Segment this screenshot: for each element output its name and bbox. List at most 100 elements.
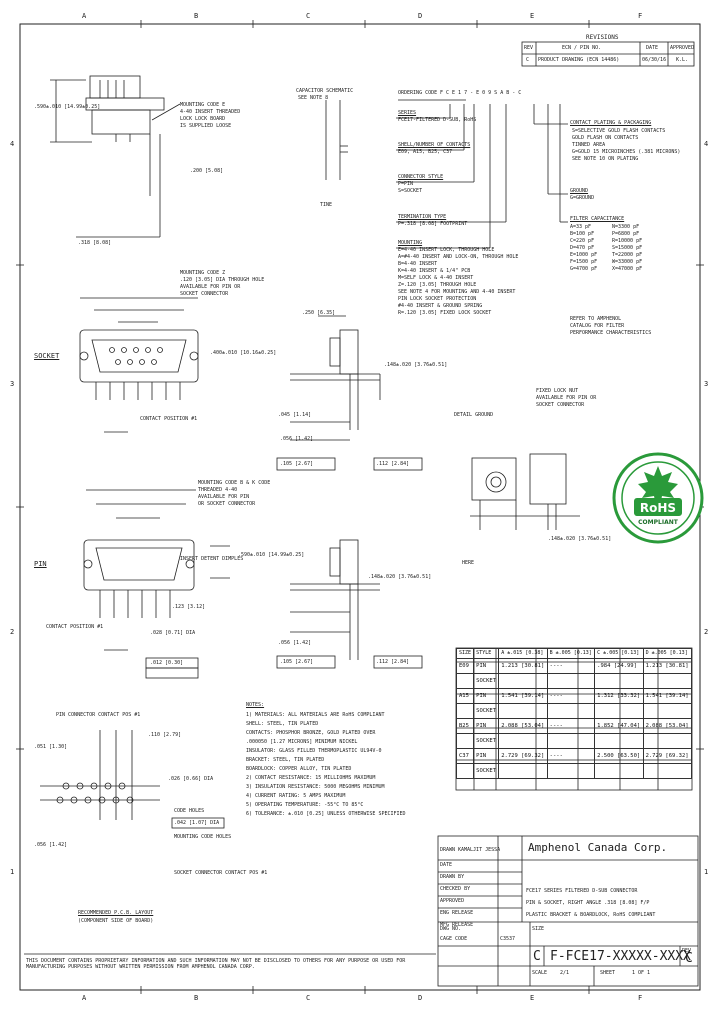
schematic-sub: SEE NOTE 8 [298,95,329,101]
filter-option: R=10000 pF [612,238,643,244]
dim-123: .123 [3.12] [172,604,206,610]
note-line: 2) CONTACT RESISTANCE: 15 MILLIOHMS MAXI… [246,775,376,781]
title-block-field: MFG RELEASE [440,922,474,928]
filter-option: C=220 pF [570,238,595,244]
dim-026: .026 [0.66] DIA [168,776,214,782]
filter-option: P=6800 pF [612,231,640,237]
filter-option: E=1000 pF [570,252,598,258]
ground-title: GROUND [570,188,589,194]
rev-row-ecn: PRODUCT DRAWING (ECN 14486) [538,57,620,63]
table-cell: PIN [473,748,500,764]
table-cell [546,733,596,749]
mounting-e-line-1: 4-40 INSERT THREADED [180,109,241,115]
mounting-bk-line-3: OR SOCKET CONNECTOR [198,501,256,507]
tb-drawn-label: DRAWN [440,847,456,853]
mounting-bk-title: MOUNTING CODE B & K CODE [198,480,271,486]
table-cell: 1.213 [30.81] [642,658,693,674]
dim-028: .028 [0.71] DIA [150,630,196,636]
tb-rev: C [685,951,693,966]
filter-option: A=33 pF [570,224,592,230]
table-header-cell: STYLE [473,648,500,659]
filter-option: X=47000 pF [612,266,643,272]
table-row: SOCKET [455,703,693,719]
grid-row-2-left: 2 [10,628,15,636]
table-header-cell: B ±.005 [0.13] [546,648,596,659]
table-cell: .984 [24.99] [594,658,644,674]
table-cell: ---- [546,658,596,674]
mounting-bk-line-1: THREADED 4-40 [198,487,238,493]
table-row: SOCKET [455,733,693,749]
tb-sheet-label: SHEET [600,970,616,976]
grid-col-a-bottom: A [82,994,87,1002]
filter-option: T=22000 pF [612,252,643,258]
grid-col-d-bottom: D [418,994,423,1002]
rohs-compliant-seal: RoHS COMPLIANT [612,452,704,544]
grid-row-2-right: 2 [704,628,709,636]
table-row: SOCKET [455,673,693,689]
table-cell: ---- [546,748,596,764]
table-cell [455,703,475,719]
pcb-sub: (COMPONENT SIDE OF BOARD) [78,918,154,924]
grid-col-d-top: D [418,12,423,20]
table-cell: A15 [455,688,475,704]
grid-col-c-bottom: C [306,994,311,1002]
fixed-lock-line-2: SOCKET CONNECTOR [536,402,585,408]
dim-318-top: .318 [8.08] [78,240,112,246]
socket-contact-label: SOCKET CONNECTOR CONTACT POS #1 [174,870,268,876]
shell-title: SHELL/NUMBER OF CONTACTS [398,142,471,148]
table-header-cell: SIZE [455,648,475,659]
table-cell: SOCKET [473,673,500,689]
series-desc: FCE17-FILTERED D-SUB, RoHS [398,117,477,123]
note-line: INSULATOR: GLASS FILLED THERMOPLASTIC UL… [246,748,382,754]
title-block-field: APPROVED [440,898,465,904]
mounting-option: Z=.120 [3.05] THROUGH HOLE [398,282,477,288]
style-line-1: P=PIN [398,181,414,187]
proprietary-notice: THIS DOCUMENT CONTAINS PROPRIETARY INFOR… [26,958,406,970]
title-block-field: ENG RELEASE [440,910,474,916]
table-cell: PIN [473,718,500,734]
mounting-z-line-1: .120 [3.05] DIA THROUGH HOLE [180,277,265,283]
filter-option: W=33000 pF [612,259,643,265]
dim-110: .110 [2.79] [148,732,182,738]
tb-scale-label: SCALE [532,970,548,976]
note-line: 6) TOLERANCE: ±.010 [0.25] UNLESS OTHERW… [246,811,406,817]
table-cell [498,763,548,779]
mounting-option: #4-40 INSERT & GROUND SPRING [398,303,483,309]
pcb-title: RECOMMENDED P.C.B. LAYOUT [78,910,154,916]
grid-col-f-top: F [638,12,643,20]
fixed-lock-title: FIXED LOCK NUT [536,388,579,394]
dim-200: .200 [5.08] [190,168,224,174]
rev-row-date: 06/30/16 [642,57,667,63]
series-title: SERIES [398,110,417,116]
insert-label: INSERT DETENT DIMPLES [180,556,244,562]
tb-rev-label: REV [682,948,692,954]
detail-here: HERE [462,560,475,566]
term-title: TERMINATION TYPE [398,214,447,220]
grid-col-e-top: E [530,12,535,20]
dim-148b: .148±.020 [3.76±0.51] [548,536,612,542]
table-cell: 2.088 [53.04] [642,718,693,734]
table-cell: SOCKET [473,733,500,749]
table-cell: SOCKET [473,763,500,779]
revisions-title: REVISIONS [586,34,619,41]
rev-header-rev: REV [524,45,534,51]
dim-148: .148±.020 [3.76±0.51] [384,362,448,368]
contact-option: G=GOLD 15 MICROINCHES (.381 MICRONS) [572,149,681,155]
note-line: SHELL: STEEL, TIN PLATED [246,721,319,727]
table-cell: 2.088 [53.04] [498,718,548,734]
filter-option: F=1500 pF [570,259,598,265]
dim-590b: .590±.010 [14.99±0.25] [238,552,305,558]
mounting-option: B=4-40 INSERT [398,261,438,267]
table-cell [498,673,548,689]
table-cell [594,673,644,689]
note-line: 3) INSULATION RESISTANCE: 5000 MEGOHMS M… [246,784,385,790]
table-cell: 1.541 [39.14] [498,688,548,704]
contact-title: CONTACT PLATING & PACKAGING [570,120,652,126]
table-cell [642,763,693,779]
filter-option: B=100 pF [570,231,595,237]
mounting-option: E=4-40 INSERT LOCK, THROUGH HOLE [398,247,495,253]
mounting-e-line-3: IS SUPPLIED LOOSE [180,123,232,129]
rohs-text: RoHS [640,501,676,515]
